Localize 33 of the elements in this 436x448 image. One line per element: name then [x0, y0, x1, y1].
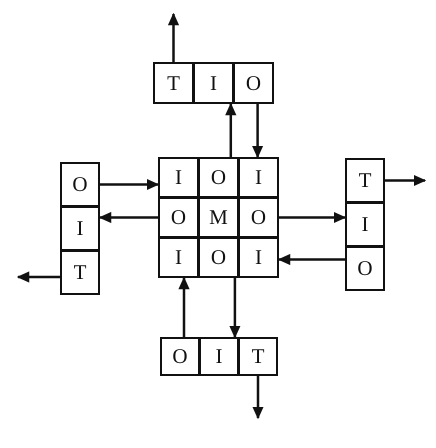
- letter-box: T: [345, 158, 385, 203]
- letter-box: I: [199, 337, 239, 376]
- letter-box: O: [198, 237, 239, 278]
- arrow: [252, 104, 264, 158]
- letter-box: I: [60, 206, 100, 251]
- letter-box: O: [198, 157, 239, 198]
- letter-box: I: [158, 237, 199, 278]
- arrow: [225, 102, 236, 157]
- letter-box: I: [238, 237, 279, 278]
- arrow: [279, 212, 346, 224]
- letter-box: I: [193, 62, 234, 104]
- letter-box: I: [238, 157, 279, 198]
- arrow: [168, 12, 180, 62]
- arrow: [229, 278, 241, 338]
- letter-box: O: [345, 246, 385, 291]
- letter-box: O: [233, 62, 274, 104]
- arrow: [278, 254, 345, 266]
- letter-box: I: [345, 202, 385, 247]
- letter-box: O: [60, 162, 100, 207]
- letter-box: I: [158, 157, 199, 198]
- letter-box: M: [198, 197, 239, 238]
- arrow: [385, 174, 426, 186]
- arrow: [98, 212, 158, 224]
- letter-box: T: [238, 337, 278, 376]
- letter-box: T: [153, 62, 194, 104]
- arrow: [252, 376, 264, 420]
- letter-box: O: [160, 337, 200, 376]
- letter-box: O: [238, 197, 279, 238]
- arrow: [100, 178, 160, 190]
- letter-box: O: [158, 197, 199, 238]
- arrow: [16, 271, 60, 283]
- letter-box: T: [60, 250, 100, 295]
- arrow: [178, 276, 190, 337]
